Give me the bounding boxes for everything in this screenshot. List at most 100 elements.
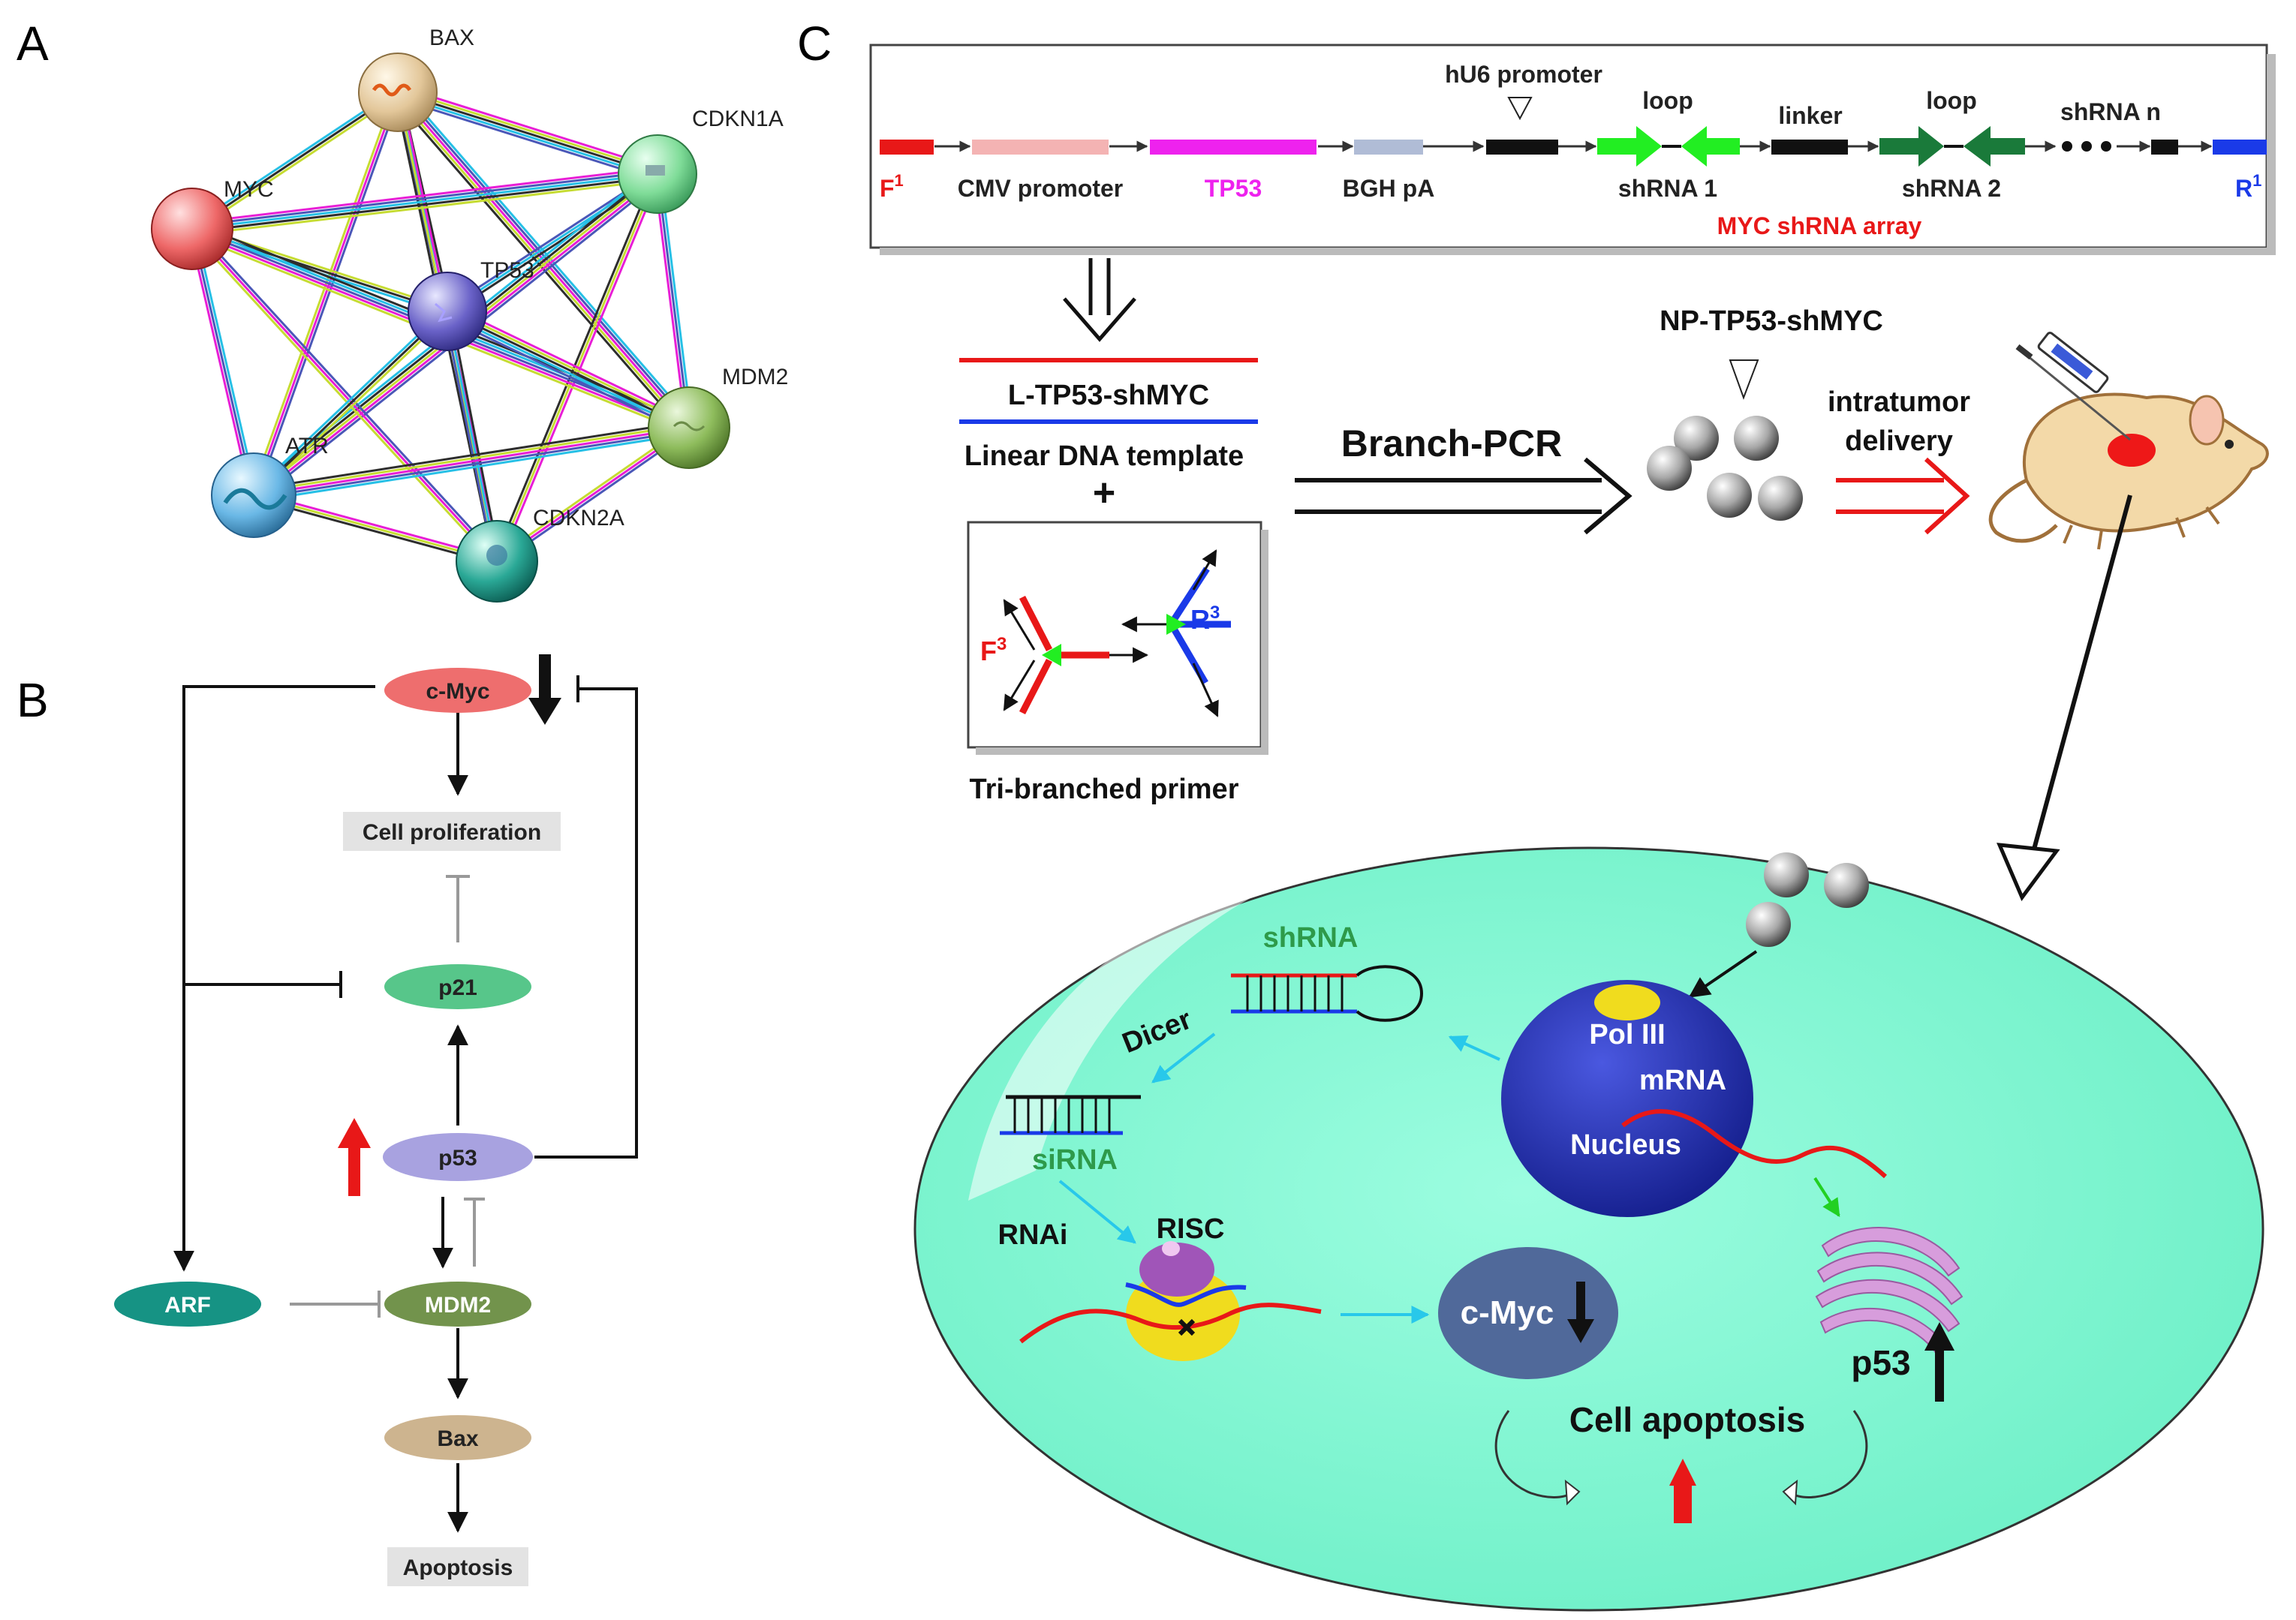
bax-structure-icon	[372, 83, 412, 97]
network-edge-cdkn1a-myc	[191, 170, 658, 227]
pathway-nodes	[114, 668, 561, 1586]
label-loop2: loop	[1926, 87, 1977, 114]
label-shrna2: shRNA 2	[1902, 175, 2001, 202]
network-edge-cdkn1a-mdm2	[653, 174, 688, 428]
cell-nanoparticles	[1746, 852, 1869, 947]
label-shrna-n: shRNA n	[2060, 98, 2161, 125]
nanoparticle-icon	[1734, 416, 1779, 461]
network-edge-tp53-mdm2	[445, 313, 688, 431]
delivery-label-2: delivery	[1845, 425, 1953, 457]
cmyc-label: c-Myc	[1461, 1294, 1554, 1331]
pol3-enzyme	[1594, 984, 1660, 1020]
pathway-node-cmyc	[384, 668, 531, 713]
label-tp53: TP53	[480, 258, 534, 283]
network-edge-cdkn1a-myc	[192, 179, 659, 236]
cmyc-protein	[1438, 1247, 1618, 1379]
network-edge-myc-cdkn2a	[188, 230, 496, 564]
network-edge-mdm2-atr	[254, 429, 690, 500]
network-edge-bax-cdkn1a	[396, 97, 657, 182]
element-bgh	[1354, 140, 1423, 155]
mdm2-structure-icon	[673, 421, 706, 431]
shrna1-antisense-arrow-icon	[1681, 126, 1740, 167]
shrna1-sense-arrow-icon	[1597, 126, 1662, 167]
er-organelle-icon	[1815, 1227, 1963, 1355]
ellipsis-dot-icon	[2101, 141, 2111, 152]
shrna-label: shRNA	[1263, 922, 1359, 954]
primer-box-shadow	[976, 747, 1268, 755]
rnai-label: RNAi	[998, 1219, 1068, 1251]
node-myc	[151, 188, 233, 270]
label-bgh: BGH pA	[1343, 175, 1435, 202]
sirna-duplex-icon	[1000, 1095, 1141, 1135]
panel-label-c: C	[797, 17, 832, 71]
mrna-strand	[1621, 1109, 1888, 1179]
pathway-node-bax	[384, 1415, 531, 1460]
label-r1: R1	[2235, 171, 2261, 202]
pathway-label-prolif: Cell proliferation	[363, 820, 541, 845]
nanoparticles	[1647, 416, 1803, 521]
label-array: MYC shRNA array	[1717, 212, 1922, 239]
pathway-node-apoptosis	[387, 1547, 528, 1586]
label-cdkn2a: CDKN2A	[533, 506, 624, 530]
network-edge-tp53-mdm2	[449, 305, 693, 424]
label-loop1: loop	[1642, 87, 1693, 114]
shrna-hairpin-icon	[1231, 965, 1424, 1022]
pathway-label-cmyc: c-Myc	[426, 679, 489, 704]
pathway-node-p53	[383, 1133, 533, 1181]
network-edge-mdm2-atr	[253, 423, 689, 494]
cdkn1a-structure-icon	[645, 165, 665, 176]
label-f1: F1	[880, 171, 904, 202]
label-shrna1: shRNA 1	[1618, 175, 1717, 202]
network-edge-bax-cdkn1a	[399, 85, 660, 170]
pathway-label-apoptosis: Apoptosis	[403, 1555, 513, 1580]
nanoparticle-icon	[1824, 863, 1869, 908]
nanoparticle-icon	[1764, 852, 1809, 897]
primer-box-shadow-side	[1261, 530, 1268, 753]
mouse-icon	[1988, 392, 2269, 550]
network-edge-myc-cdkn2a	[191, 227, 498, 563]
construct-box-shadow	[880, 248, 2276, 255]
network-edge-tp53-cdkn2a	[449, 310, 501, 561]
nanoparticle-icon	[1707, 473, 1752, 518]
pol3-label: Pol III	[1589, 1019, 1665, 1050]
sirna-to-risc-arrow	[1058, 1180, 1136, 1244]
label-linker: linker	[1778, 102, 1842, 129]
cmyc-down-arrow	[528, 654, 561, 725]
label-hu6: hU6 promoter	[1445, 61, 1602, 88]
np-to-nucleus-arrow	[1688, 950, 1758, 998]
tri-branched-primer-icon	[1003, 549, 1231, 717]
panel-label-a: A	[17, 17, 49, 71]
construct-labels: F1 CMV promoter TP53 BGH pA hU6 promoter…	[880, 61, 2261, 239]
pathway-label-bax: Bax	[437, 1426, 478, 1451]
element-hu6	[1486, 140, 1558, 155]
p53-up-arrow	[338, 1118, 371, 1196]
pathway-label-arf: ARF	[164, 1293, 211, 1318]
pathway-node-prolif	[343, 812, 561, 851]
label-atr: ATR	[285, 434, 329, 458]
cell-cytoplasm	[913, 846, 2264, 1612]
label-bax: BAX	[429, 26, 474, 50]
pathway-label-p21: p21	[438, 975, 477, 1000]
mouse-to-cell-arrowhead	[1997, 843, 2060, 901]
np-label: NP-TP53-shMYC	[1660, 305, 1883, 337]
network-edge-tp53-cdkn2a	[443, 311, 495, 563]
tp53-structure-icon	[435, 302, 453, 323]
pathway-label-p53: p53	[438, 1146, 477, 1171]
nanoparticle-icon	[1647, 446, 1692, 491]
network-edge-myc-atr	[191, 228, 255, 496]
label-mdm2: MDM2	[722, 365, 788, 389]
branch-pcr-label: Branch-PCR	[1341, 422, 1562, 464]
risc-complex-icon	[1019, 1241, 1322, 1361]
pathway-big-arrows	[338, 654, 561, 1196]
network-labels: BAX CDKN1A MYC TP53 MDM2 ATR CDKN2A	[224, 26, 788, 530]
shrna2-antisense-arrow-icon	[1963, 126, 2025, 167]
network-edge-myc-cdkn2a	[193, 226, 501, 561]
cycle-arrow-left-icon	[1494, 1410, 1578, 1498]
atr-structure-icon	[223, 488, 287, 510]
label-cdkn1a: CDKN1A	[692, 107, 784, 131]
label-myc: MYC	[224, 177, 274, 202]
element-linker	[1771, 140, 1848, 155]
panel-label-b: B	[17, 673, 49, 727]
network-edge-bax-atr	[252, 92, 399, 496]
